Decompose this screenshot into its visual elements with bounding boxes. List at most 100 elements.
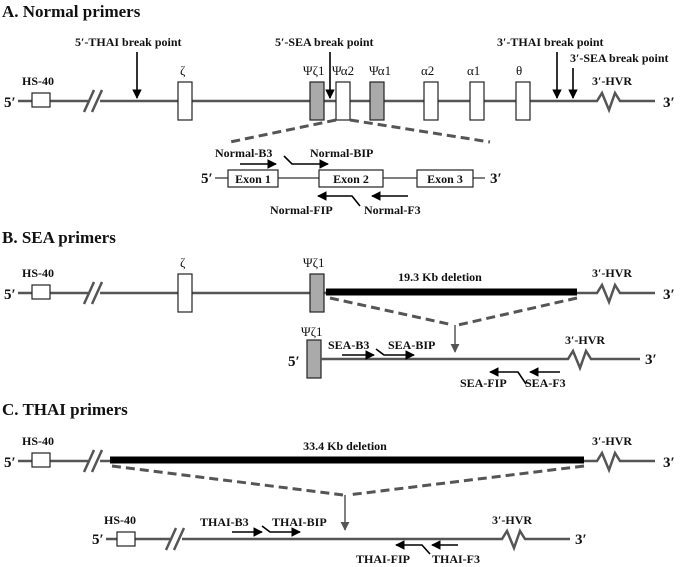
inset-hs40-box <box>116 531 136 547</box>
psizeta1-gene <box>309 81 325 121</box>
psizeta1-gene <box>309 273 325 313</box>
inset-end-3-prime: 3′ <box>575 532 587 548</box>
inset-hvr-label: 3′-HVR <box>492 513 532 527</box>
inset-psizeta1-gene <box>306 339 322 379</box>
deletion-label: 19.3 Kb deletion <box>398 270 482 284</box>
sea-f3-label: SEA-F3 <box>525 376 566 390</box>
zoom-dash-left <box>329 296 454 327</box>
end-3-prime: 3′ <box>663 455 675 471</box>
sea-b3-label: SEA-B3 <box>328 338 369 352</box>
alpha1-gene <box>469 81 485 121</box>
zeta-label: ζ <box>180 63 186 78</box>
section-b-title: B. SEA primers <box>2 228 116 247</box>
exon2-label: Exon 2 <box>333 172 369 186</box>
inset-end-3-prime: 3′ <box>645 352 657 368</box>
sea-5-breakpoint-label: 5′-SEA break point <box>275 35 374 49</box>
thai-fip-arrow <box>395 540 431 555</box>
hs40-box <box>31 92 51 108</box>
section-b: B. SEA primers 5′ 3′ HS-40 ζ Ψζ1 19.3 Kb… <box>2 228 675 390</box>
psialpha1-label: Ψα1 <box>369 63 391 78</box>
section-a-title: A. Normal primers <box>2 2 141 21</box>
sea-fip-arrow <box>489 367 527 385</box>
end-3-prime: 3′ <box>663 95 675 111</box>
end-3-prime: 3′ <box>663 287 675 303</box>
end-5-prime: 5′ <box>4 287 16 303</box>
inset-hs40-label: HS-40 <box>104 513 136 527</box>
inset-end-3-prime: 3′ <box>490 171 502 187</box>
inset-end-5-prime: 5′ <box>92 532 104 548</box>
normal-f3-label: Normal-F3 <box>364 203 421 217</box>
chromosome-line <box>18 282 655 306</box>
theta-label: θ <box>516 63 522 78</box>
zoom-dash-left <box>229 118 337 144</box>
thai-5-breakpoint-label: 5′-THAI break point <box>75 35 182 49</box>
thai-bip-arrow <box>261 525 301 537</box>
zoom-dash-left <box>111 464 344 497</box>
exon3-box <box>416 169 474 188</box>
hvr-label: 3′-HVR <box>592 434 632 448</box>
inset-end-5-prime: 5′ <box>201 171 213 187</box>
inset-line <box>321 348 640 372</box>
hs40-label: HS-40 <box>22 74 54 88</box>
end-5-prime: 5′ <box>4 95 16 111</box>
inset-psizeta1-label: Ψζ1 <box>301 324 322 339</box>
break-mark <box>90 89 104 113</box>
psialpha2-gene <box>335 81 351 121</box>
zeta-gene <box>177 273 193 313</box>
sea-bip-label: SEA-BIP <box>388 338 435 352</box>
break-mark <box>82 449 96 473</box>
thai-bip-label: THAI-BIP <box>272 515 327 529</box>
hs40-box <box>31 284 51 300</box>
sea-3-breakpoint-label: 3′-SEA break point <box>570 51 669 65</box>
hvr-label: 3′-HVR <box>592 266 632 280</box>
hs40-label: HS-40 <box>22 434 54 448</box>
theta-gene <box>515 81 531 121</box>
exon1-label: Exon 1 <box>235 172 271 186</box>
thai-3-breakpoint-label: 3′-THAI break point <box>497 35 604 49</box>
psialpha2-label: Ψα2 <box>332 63 354 78</box>
break-mark <box>82 89 96 113</box>
normal-bip-arrow <box>283 155 329 169</box>
break-mark <box>172 527 186 551</box>
alpha2-gene <box>423 81 439 121</box>
hs40-label: HS-40 <box>22 266 54 280</box>
end-5-prime: 5′ <box>4 455 16 471</box>
thai-f3-label: THAI-F3 <box>432 552 480 566</box>
psizeta1-label: Ψζ1 <box>303 63 324 78</box>
psialpha1-gene <box>369 81 385 121</box>
chromosome-line <box>18 90 655 114</box>
thai-b3-label: THAI-B3 <box>200 515 249 529</box>
inset-end-5-prime: 5′ <box>288 354 300 370</box>
thai-fip-label: THAI-FIP <box>356 552 410 566</box>
zeta-gene <box>177 81 193 121</box>
section-a: A. Normal primers 5′-THAI break point 5′… <box>2 2 675 217</box>
zeta-label: ζ <box>180 255 186 270</box>
zoom-dash-right <box>349 118 491 144</box>
inset-hvr-label: 3′-HVR <box>565 333 605 347</box>
exon2-box <box>318 169 384 188</box>
break-mark <box>164 527 178 551</box>
normal-fip-label: Normal-FIP <box>270 203 333 217</box>
exon3-label: Exon 3 <box>427 172 463 186</box>
section-c: C. THAI primers 5′ 3′ HS-40 33.4 Kb dele… <box>2 400 675 566</box>
sea-bip-arrow <box>375 348 415 360</box>
alpha2-label: α2 <box>421 63 434 78</box>
chromosome-line <box>18 450 655 474</box>
deletion-label: 33.4 Kb deletion <box>303 439 387 453</box>
zoom-dash-right <box>347 464 585 497</box>
sea-fip-label: SEA-FIP <box>460 376 507 390</box>
zoom-dash-right <box>457 296 578 327</box>
normal-bip-label: Normal-BIP <box>310 146 373 160</box>
normal-fip-arrow <box>317 191 361 207</box>
exon1-box <box>227 169 279 188</box>
break-mark <box>90 449 104 473</box>
hs40-box <box>31 452 51 468</box>
alpha1-label: α1 <box>467 63 480 78</box>
break-mark <box>90 281 104 305</box>
psizeta1-label: Ψζ1 <box>303 255 324 270</box>
normal-b3-label: Normal-B3 <box>215 146 272 160</box>
hvr-label: 3′-HVR <box>592 74 632 88</box>
break-mark <box>82 281 96 305</box>
section-c-title: C. THAI primers <box>2 400 128 419</box>
